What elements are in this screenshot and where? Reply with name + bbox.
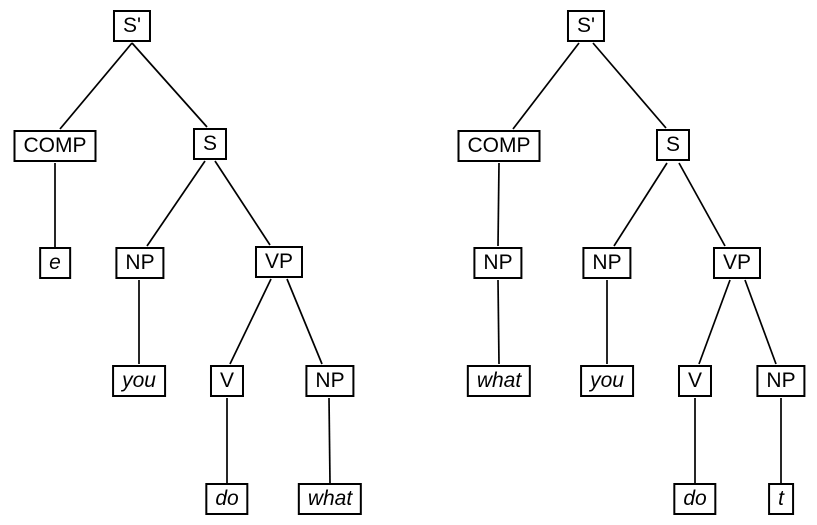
edge-s-np (613, 162, 668, 247)
edge-s-np (146, 160, 206, 247)
edge-sbar-comp (59, 42, 133, 130)
right-node-np-subject: NP (582, 247, 632, 279)
right-node-v: V (677, 365, 713, 397)
edge-vp-v (698, 279, 731, 365)
edge-sbar-s (131, 42, 208, 128)
left-node-np-subject: NP (115, 247, 165, 279)
right-node-s-bar: S' (566, 10, 606, 42)
left-node-s-bar: S' (112, 10, 152, 42)
right-node-np-object: NP (756, 365, 806, 397)
edge-vp-v (229, 278, 272, 365)
left-node-v: V (209, 365, 245, 397)
edge-sbar-comp (512, 42, 580, 130)
right-node-do: do (673, 483, 717, 515)
left-node-s: S (192, 128, 228, 160)
edge-np-what (328, 397, 331, 484)
left-node-do: do (205, 483, 249, 515)
left-node-what: what (297, 483, 363, 515)
edge-comp-np (497, 162, 500, 247)
edge-vp-np (286, 278, 323, 365)
right-node-vp: VP (712, 247, 762, 279)
edge-s-vp (678, 162, 726, 247)
edge-s-vp (214, 160, 271, 246)
edge-sbar-s (592, 42, 667, 129)
right-node-t: t (768, 483, 794, 515)
right-node-comp: COMP (457, 130, 541, 162)
edge-np-what (497, 279, 500, 365)
edge-vp-np (744, 279, 777, 365)
left-node-comp: COMP (13, 130, 97, 162)
right-node-you: you (580, 365, 634, 397)
right-node-what: what (466, 365, 532, 397)
left-node-np-object: NP (305, 365, 355, 397)
left-node-you: you (112, 365, 166, 397)
right-node-s: S (655, 129, 691, 161)
right-node-np-comp: NP (473, 247, 523, 279)
left-node-vp: VP (254, 246, 304, 278)
left-node-e: e (39, 247, 71, 279)
